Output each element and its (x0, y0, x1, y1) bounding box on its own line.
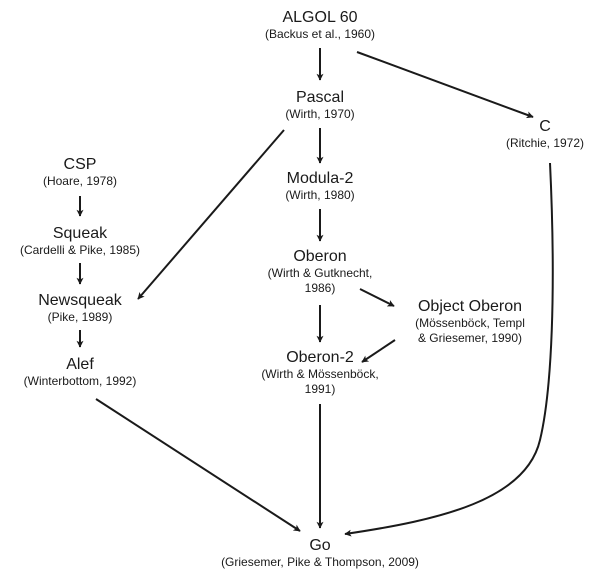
node-alef-detail-1: (Winterbottom, 1992) (23, 374, 137, 388)
node-c: C (Ritchie, 1972) (465, 117, 600, 151)
edge-oberon-to-objectoberon (359, 288, 395, 307)
edge-pascal-to-newsqueak (137, 129, 285, 300)
node-algol60-name: ALGOL 60 (282, 9, 358, 26)
node-oberon-detail-2: 1986) (304, 281, 336, 295)
node-modula2-detail-1: (Wirth, 1980) (285, 188, 355, 202)
node-modula2: Modula-2 (Wirth, 1980) (220, 169, 420, 203)
node-pascal-name: Pascal (295, 89, 345, 106)
node-oberon2-detail-2: 1991) (304, 382, 336, 396)
node-go-detail-1: (Griesemer, Pike & Thompson, 2009) (221, 555, 419, 569)
node-objectoberon: Object Oberon (Mössenböck, Templ & Gries… (370, 297, 570, 346)
edge-objectoberon-to-oberon2 (361, 339, 396, 363)
node-newsqueak-detail-1: (Pike, 1989) (47, 310, 113, 324)
node-squeak-detail-1: (Cardelli & Pike, 1985) (19, 243, 141, 257)
node-newsqueak: Newsqueak (Pike, 1989) (0, 291, 180, 325)
edge-c-to-go (344, 162, 554, 537)
node-go-name: Go (309, 537, 331, 554)
node-oberon-name: Oberon (293, 248, 347, 265)
node-csp-name: CSP (63, 156, 97, 173)
node-objectoberon-detail-2: & Griesemer, 1990) (417, 331, 523, 345)
node-algol60-detail-1: (Backus et al., 1960) (264, 27, 376, 41)
node-newsqueak-name: Newsqueak (38, 292, 122, 309)
node-algol60: ALGOL 60 (Backus et al., 1960) (220, 8, 420, 42)
node-pascal-detail-1: (Wirth, 1970) (285, 107, 355, 121)
node-go: Go (Griesemer, Pike & Thompson, 2009) (170, 536, 470, 570)
node-csp-detail-1: (Hoare, 1978) (42, 174, 118, 188)
edge-alef-to-go (95, 398, 301, 532)
node-objectoberon-detail-1: (Mössenböck, Templ (415, 316, 525, 330)
node-objectoberon-name: Object Oberon (417, 298, 523, 315)
node-squeak-name: Squeak (52, 225, 108, 242)
node-c-name: C (539, 118, 551, 135)
node-oberon2: Oberon-2 (Wirth & Mössenböck, 1991) (220, 348, 420, 397)
node-alef-name: Alef (66, 356, 94, 373)
node-oberon2-name: Oberon-2 (286, 349, 354, 366)
node-oberon2-detail-1: (Wirth & Mössenböck, (261, 367, 379, 381)
node-c-detail-1: (Ritchie, 1972) (505, 136, 585, 150)
node-oberon: Oberon (Wirth & Gutknecht, 1986) (220, 247, 420, 296)
edge-algol60-to-c (356, 51, 534, 119)
node-pascal: Pascal (Wirth, 1970) (220, 88, 420, 122)
node-alef: Alef (Winterbottom, 1992) (0, 355, 180, 389)
node-csp: CSP (Hoare, 1978) (0, 155, 180, 189)
node-squeak: Squeak (Cardelli & Pike, 1985) (0, 224, 180, 258)
node-oberon-detail-1: (Wirth & Gutknecht, (267, 266, 373, 280)
node-modula2-name: Modula-2 (286, 170, 354, 187)
